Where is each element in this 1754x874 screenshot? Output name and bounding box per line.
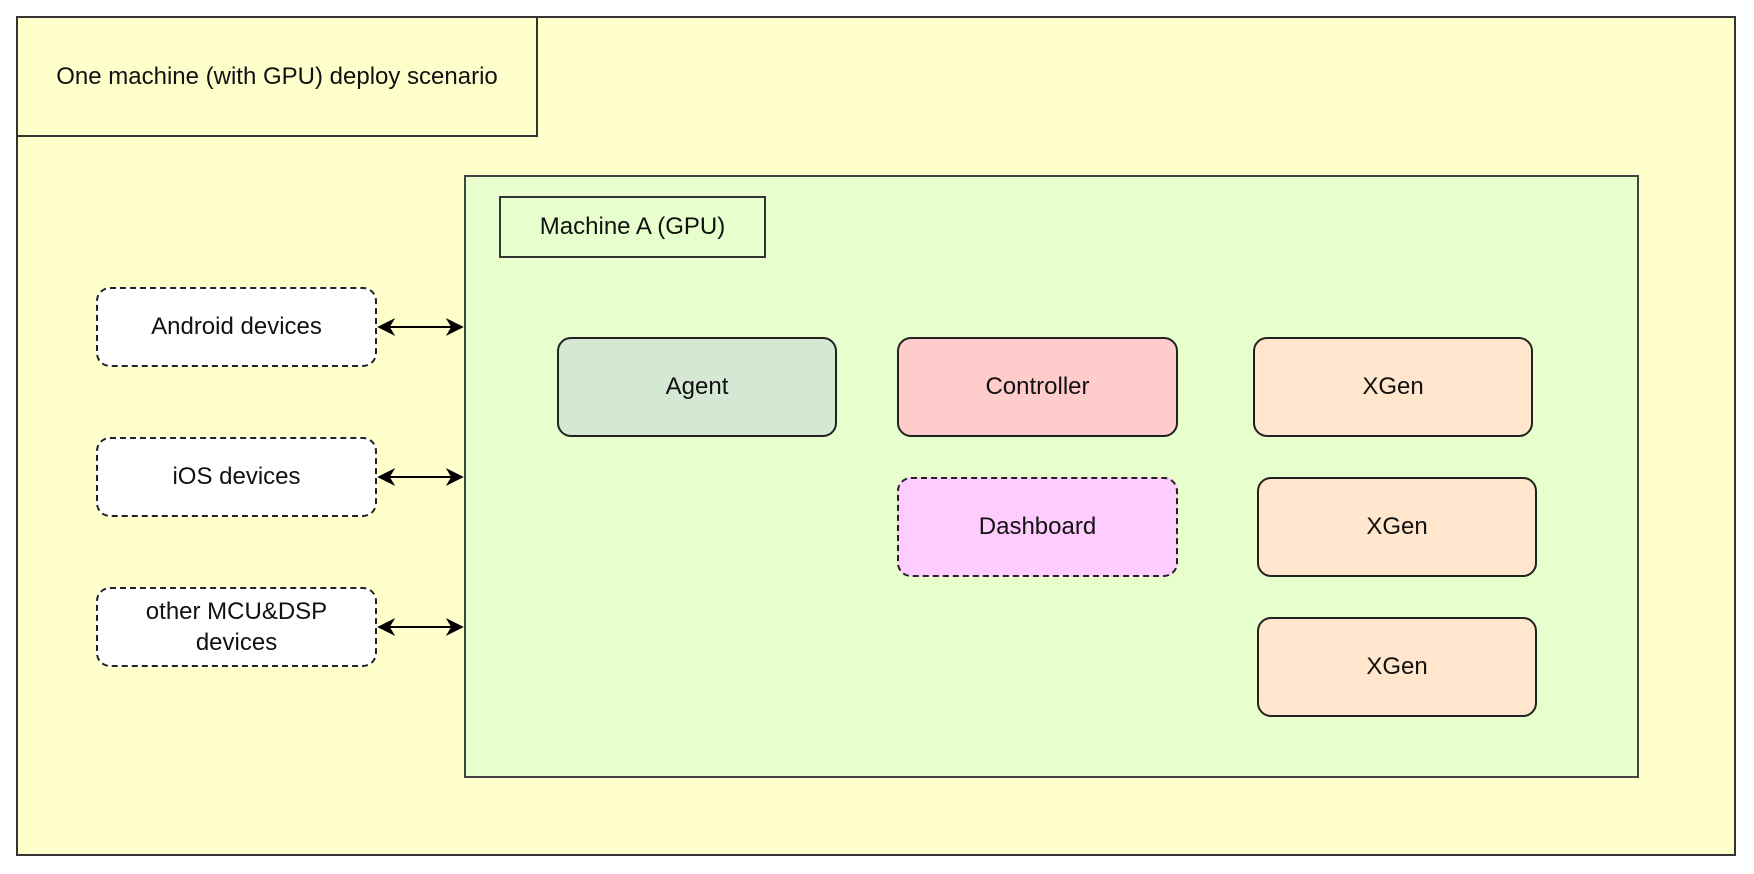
- agent-node: Agent: [557, 337, 837, 437]
- xgen-node: XGen: [1257, 477, 1537, 577]
- xgen-node: XGen: [1253, 337, 1533, 437]
- scenario-title: One machine (with GPU) deploy scenario: [16, 16, 538, 137]
- controller-node: Controller: [897, 337, 1178, 437]
- mcu-dsp-devices-node: other MCU&DSP devices: [96, 587, 377, 667]
- ios-devices-node: iOS devices: [96, 437, 377, 517]
- android-devices-node: Android devices: [96, 287, 377, 367]
- dashboard-node: Dashboard: [897, 477, 1178, 577]
- machine-label: Machine A (GPU): [499, 196, 766, 258]
- xgen-node: XGen: [1257, 617, 1537, 717]
